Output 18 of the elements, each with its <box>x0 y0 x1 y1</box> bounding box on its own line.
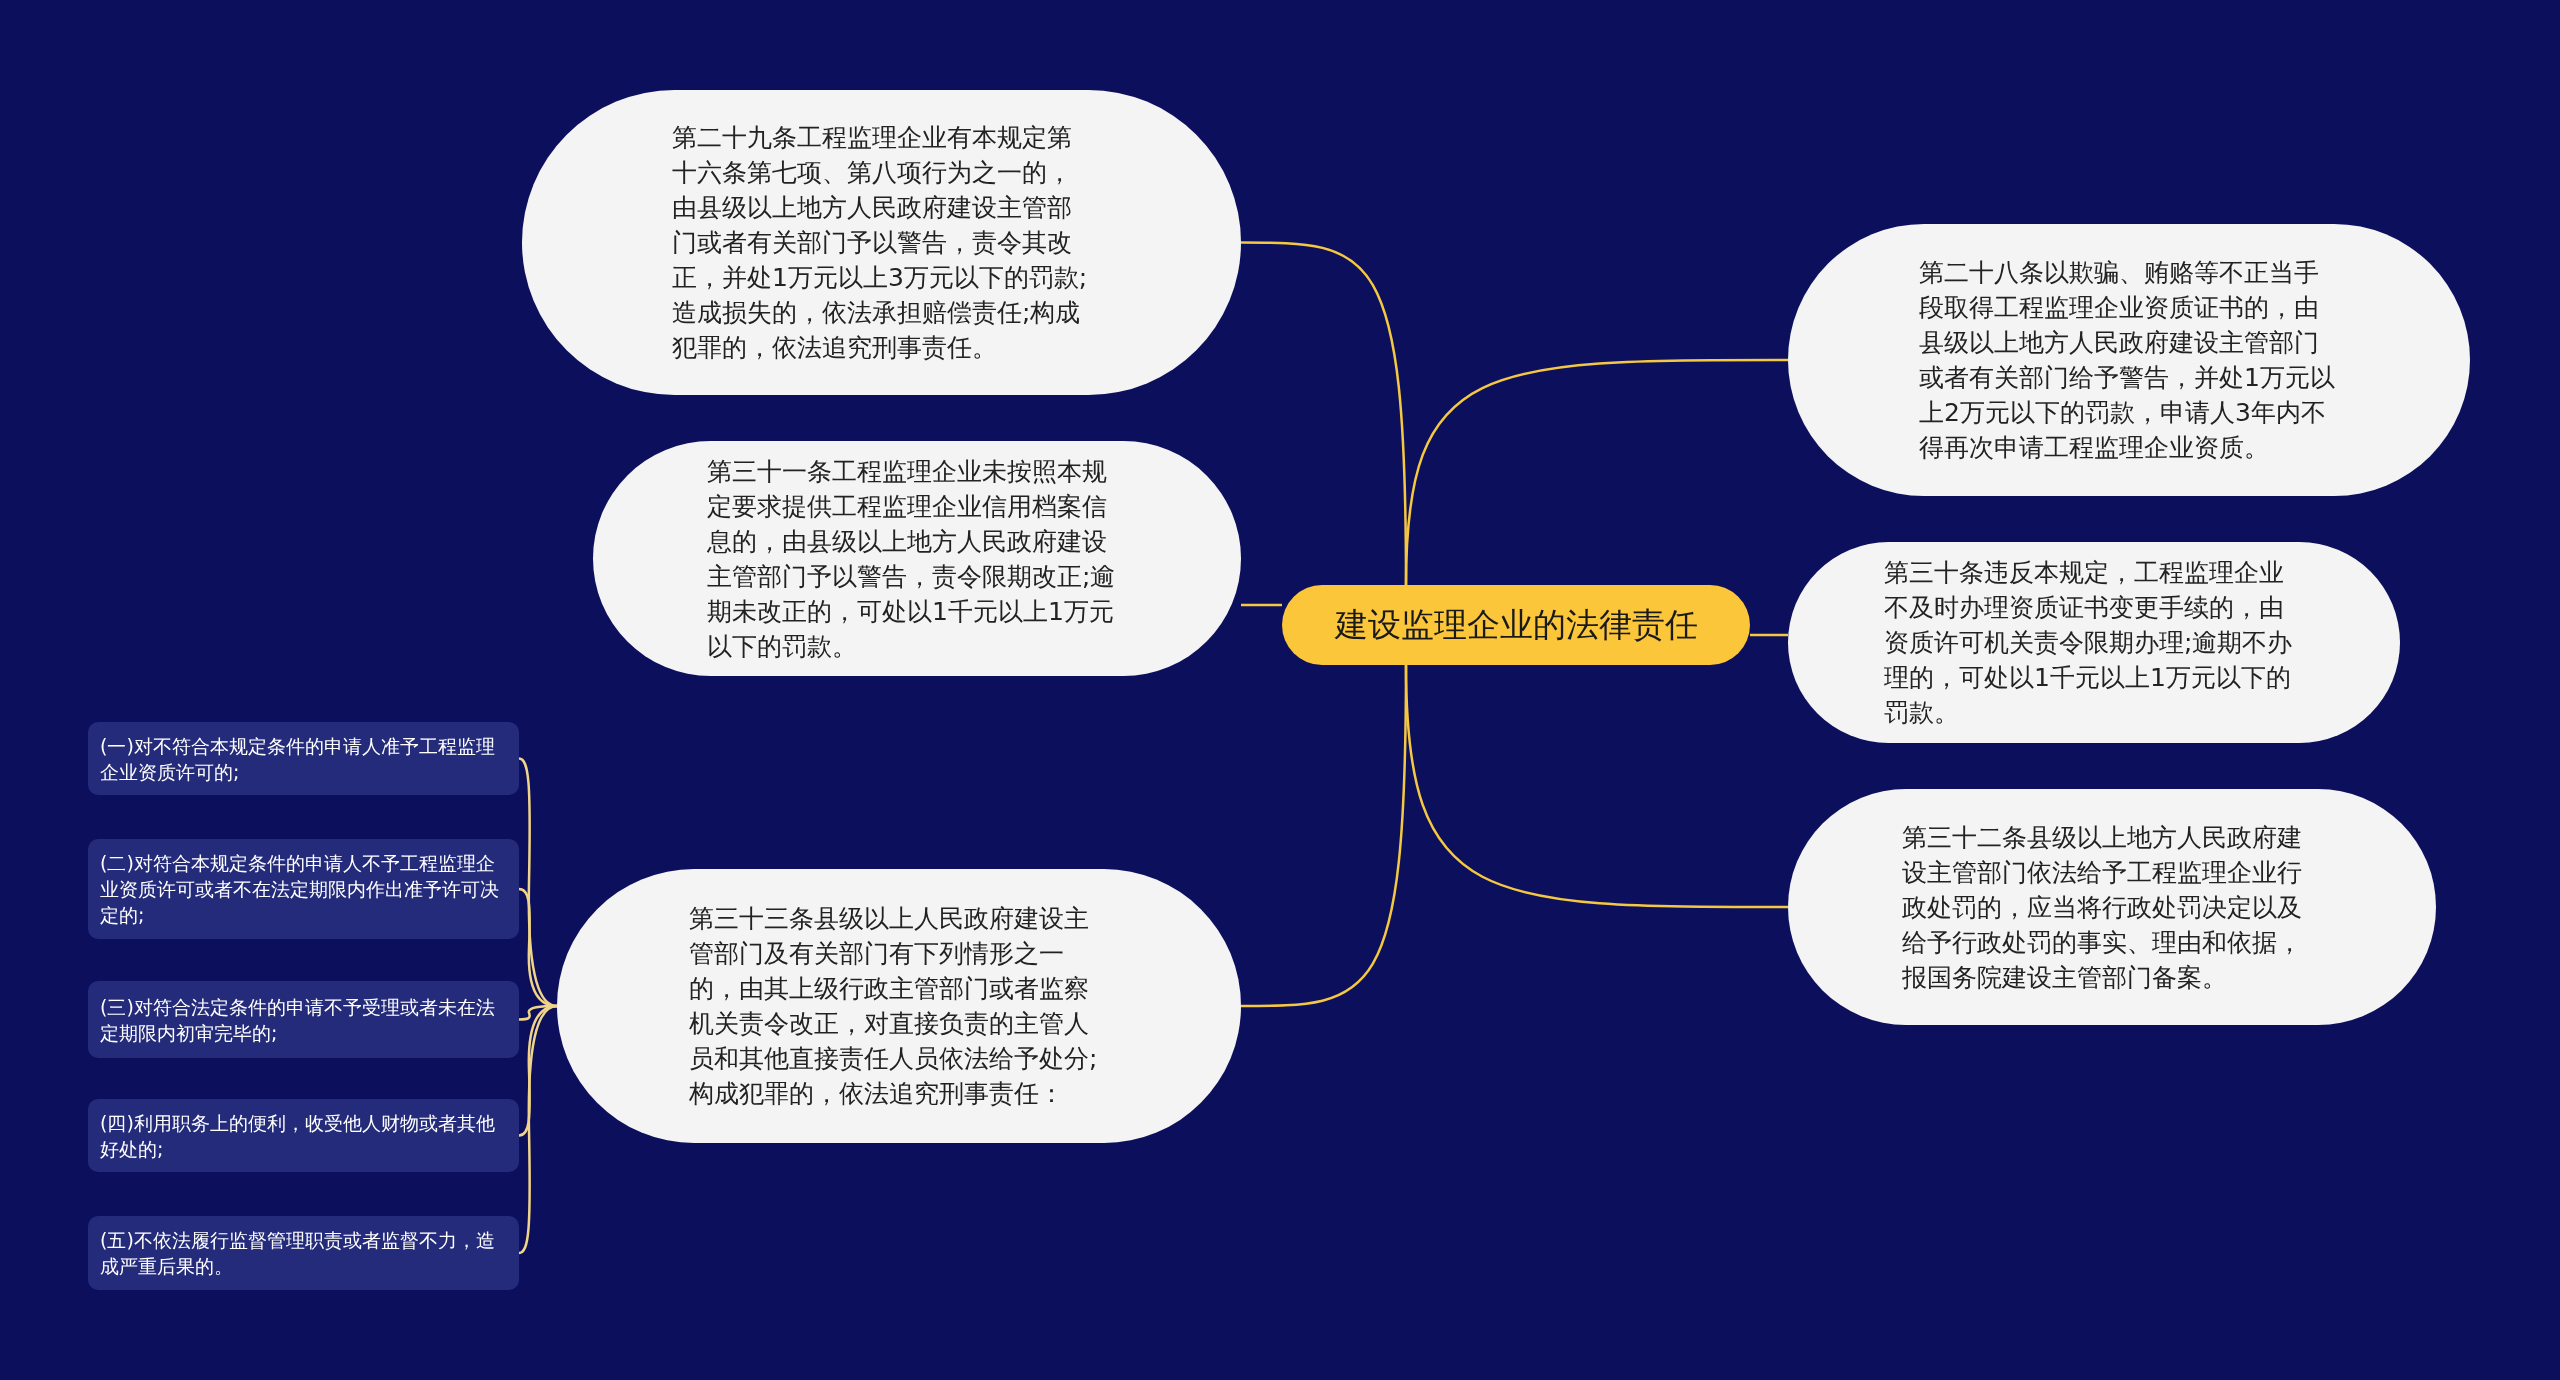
connector <box>1750 633 1788 637</box>
list-item-box: (四)利用职务上的便利，收受他人财物或者其他好处的; <box>88 1099 519 1172</box>
connector <box>518 887 558 1008</box>
central-topic: 建设监理企业的法律责任 <box>1282 585 1750 665</box>
connector <box>1404 664 1788 909</box>
topic-bubble: 第三十条违反本规定，工程监理企业不及时办理资质证书变更手续的，由资质许可机关责令限期办理;逾期不办理的，可处以1千元以上1万元以下的罚款。 <box>1788 542 2400 743</box>
topic-bubble: 第二十八条以欺骗、贿赂等不正当手段取得工程监理企业资质证书的，由县级以上地方人民政府建设主管部门或者有关部门给予警告，并处1万元以上2万元以下的罚款，申请人3年内不得再次申请工程监理企业资质。 <box>1788 224 2470 496</box>
topic-bubble: 第二十九条工程监理企业有本规定第十六条第七项、第八项行为之一的，由县级以上地方人民政府建设主管部门或者有关部门予以警告，责令其改正，并处1万元以上3万元以下的罚款;造成损失的，依法承担赔偿责任;构成犯罪的，依法追究刑事责任。 <box>522 90 1241 395</box>
topic-bubble: 第三十三条县级以上人民政府建设主管部门及有关部门有下列情形之一的，由其上级行政主管部门或者监察机关责令改正，对直接负责的主管人员和其他直接责任人员依法给予处分;构成犯罪的，依法追究刑事责任： <box>557 869 1241 1143</box>
list-item-box: (二)对符合本规定条件的申请人不予工程监理企业资质许可或者不在法定期限内作出准予许可决定的; <box>88 839 519 939</box>
connector <box>1241 603 1282 607</box>
topic-bubble: 第三十一条工程监理企业未按照本规定要求提供工程监理企业信用档案信息的，由县级以上地方人民政府建设主管部门予以警告，责令限期改正;逾期未改正的，可处以1千元以上1万元以下的罚款。 <box>593 441 1241 676</box>
connector <box>518 1004 558 1255</box>
list-item-box: (三)对符合法定条件的申请不予受理或者未在法定期限内初审完毕的; <box>88 981 519 1058</box>
list-item-box: (一)对不符合本规定条件的申请人准予工程监理企业资质许可的; <box>88 722 519 795</box>
topic-bubble: 第三十二条县级以上地方人民政府建设主管部门依法给予工程监理企业行政处罚的，应当将行政处罚决定以及给予行政处罚的事实、理由和依据，报国务院建设主管部门备案。 <box>1788 789 2436 1025</box>
connector <box>1404 358 1788 586</box>
list-item-box: (五)不依法履行监督管理职责或者监督不力，造成严重后果的。 <box>88 1216 519 1290</box>
